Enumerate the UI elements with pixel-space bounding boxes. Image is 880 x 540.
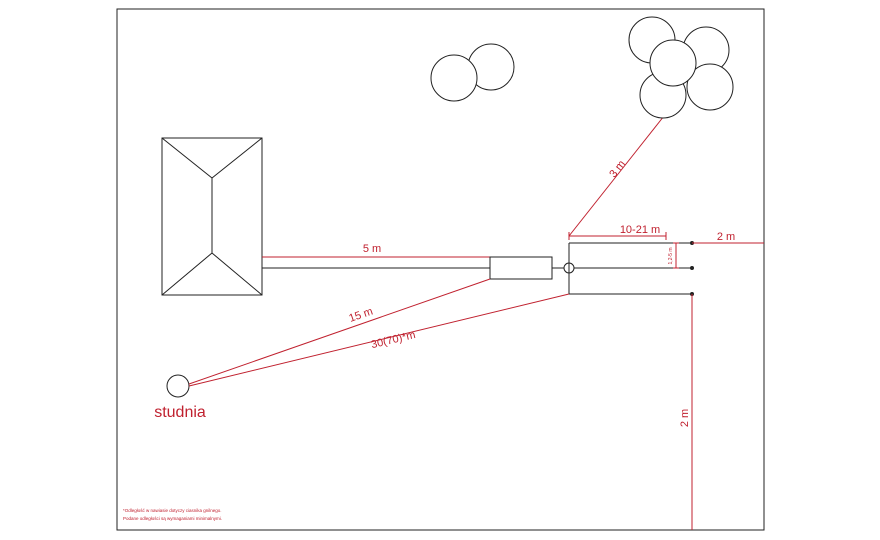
tree-group-left xyxy=(430,43,515,102)
well-to-field-label: 30(70)*m xyxy=(370,329,417,351)
field-length-label: 10-21 m xyxy=(620,224,660,236)
trees-distance-label: 3 m xyxy=(607,158,628,180)
trees-distance-line xyxy=(568,115,665,237)
well xyxy=(166,374,190,398)
footnote-2: Podane odległości są wymaganiami minimal… xyxy=(123,516,222,521)
house xyxy=(161,137,263,296)
drain-field xyxy=(568,241,694,296)
well-to-tank-line xyxy=(188,278,491,385)
tree-group-right xyxy=(628,16,734,119)
footnote-1: *Odległość w nawiasie dotyczy ciasnika g… xyxy=(123,508,222,513)
boundary-top-label: 2 m xyxy=(717,231,735,243)
well-to-field-line xyxy=(188,293,570,387)
septic-tank xyxy=(489,256,553,280)
boundary-side-label: 2 m xyxy=(679,409,691,427)
drain-spacing-label: 1,2-5 m xyxy=(668,248,674,265)
well-label: studnia xyxy=(154,404,206,421)
house-distance-label: 5 m xyxy=(363,243,381,255)
well-to-tank-label: 15 m xyxy=(348,306,375,325)
plot-boundary xyxy=(116,8,765,531)
